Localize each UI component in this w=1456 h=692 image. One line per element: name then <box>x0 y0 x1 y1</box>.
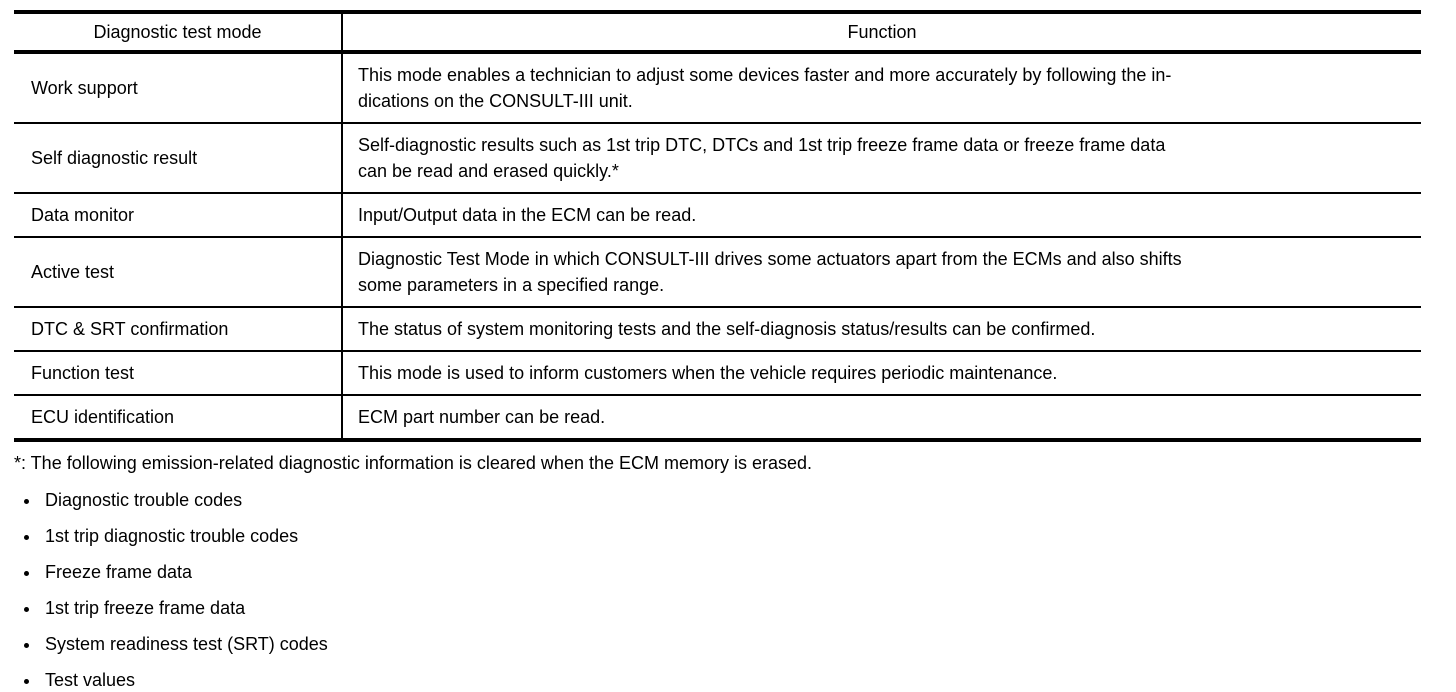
cell-function: Diagnostic Test Mode in which CONSULT-II… <box>343 238 1421 306</box>
bullet-icon <box>24 606 29 612</box>
cell-function: The status of system monitoring tests an… <box>343 308 1421 350</box>
bullet-list: Diagnostic trouble codes 1st trip diagnos… <box>24 489 1435 691</box>
bullet-icon <box>24 498 29 504</box>
table-body: Work support This mode enables a technici… <box>14 54 1421 438</box>
bullet-text: 1st trip diagnostic trouble codes <box>45 526 299 546</box>
bullet-icon <box>24 570 29 576</box>
bullet-item: Diagnostic trouble codes <box>24 489 1435 511</box>
bullet-text: Diagnostic trouble codes <box>45 490 243 510</box>
function-text-line: This mode enables a technician to adjust… <box>358 65 1172 85</box>
function-text-line: dications on the CONSULT-III unit. <box>358 91 633 111</box>
cell-function: Input/Output data in the ECM can be read… <box>343 194 1421 236</box>
function-text-line: ECM part number can be read. <box>358 407 606 427</box>
cell-diagnostic-test-mode: Active test <box>14 238 343 306</box>
diagnostic-test-mode-table: Diagnostic test mode Function Work suppo… <box>14 10 1421 442</box>
function-text-line: Diagnostic Test Mode in which CONSULT-II… <box>358 249 1182 269</box>
bullet-icon <box>24 534 29 540</box>
bullet-item: 1st trip freeze frame data <box>24 597 1435 619</box>
table-row: Data monitor Input/Output data in the ECM… <box>14 194 1421 238</box>
bullet-icon <box>24 642 29 648</box>
bullet-item: 1st trip diagnostic trouble codes <box>24 525 1435 547</box>
column-header-diagnostic-test-mode: Diagnostic test mode <box>14 14 343 50</box>
cell-diagnostic-test-mode: Self diagnostic result <box>14 124 343 192</box>
function-text-line: This mode is used to inform customers wh… <box>358 363 1058 383</box>
cell-diagnostic-test-mode: Function test <box>14 352 343 394</box>
cell-diagnostic-test-mode: DTC & SRT confirmation <box>14 308 343 350</box>
function-text-line: Self-diagnostic results such as 1st trip… <box>358 135 1166 155</box>
table-row: Function test This mode is used to inform… <box>14 352 1421 396</box>
cell-diagnostic-test-mode: Work support <box>14 54 343 122</box>
table-row: Active test Diagnostic Test Mode in which… <box>14 238 1421 308</box>
bullet-item: Test values <box>24 669 1435 691</box>
cell-diagnostic-test-mode: ECU identification <box>14 396 343 438</box>
function-text-line: Input/Output data in the ECM can be read… <box>358 205 697 225</box>
bullet-icon <box>24 678 29 684</box>
bullet-item: Freeze frame data <box>24 561 1435 583</box>
bullet-text: Test values <box>45 670 136 690</box>
function-text-line: some parameters in a specified range. <box>358 275 665 295</box>
function-text-line: can be read and erased quickly.* <box>358 161 619 181</box>
table-row: Work support This mode enables a technici… <box>14 54 1421 124</box>
bullet-text: 1st trip freeze frame data <box>45 598 246 618</box>
footnote: *: The following emission-related diagno… <box>14 453 813 473</box>
bullet-text: System readiness test (SRT) codes <box>45 634 328 654</box>
bullet-item: System readiness test (SRT) codes <box>24 633 1435 655</box>
table-row: ECU identification ECM part number can be… <box>14 396 1421 438</box>
cell-function: This mode is used to inform customers wh… <box>343 352 1421 394</box>
column-header-function: Function <box>847 22 917 42</box>
table-header-row: Diagnostic test mode Function <box>14 14 1421 54</box>
table-row: Self diagnostic result Self-diagnostic re… <box>14 124 1421 194</box>
bullet-text: Freeze frame data <box>45 562 193 582</box>
cell-function: This mode enables a technician to adjust… <box>343 54 1421 122</box>
function-text-line: The status of system monitoring tests an… <box>358 319 1096 339</box>
cell-function: ECM part number can be read. <box>343 396 1421 438</box>
cell-function: Self-diagnostic results such as 1st trip… <box>343 124 1421 192</box>
table-row: DTC & SRT confirmation The status of syst… <box>14 308 1421 352</box>
cell-diagnostic-test-mode: Data monitor <box>14 194 343 236</box>
